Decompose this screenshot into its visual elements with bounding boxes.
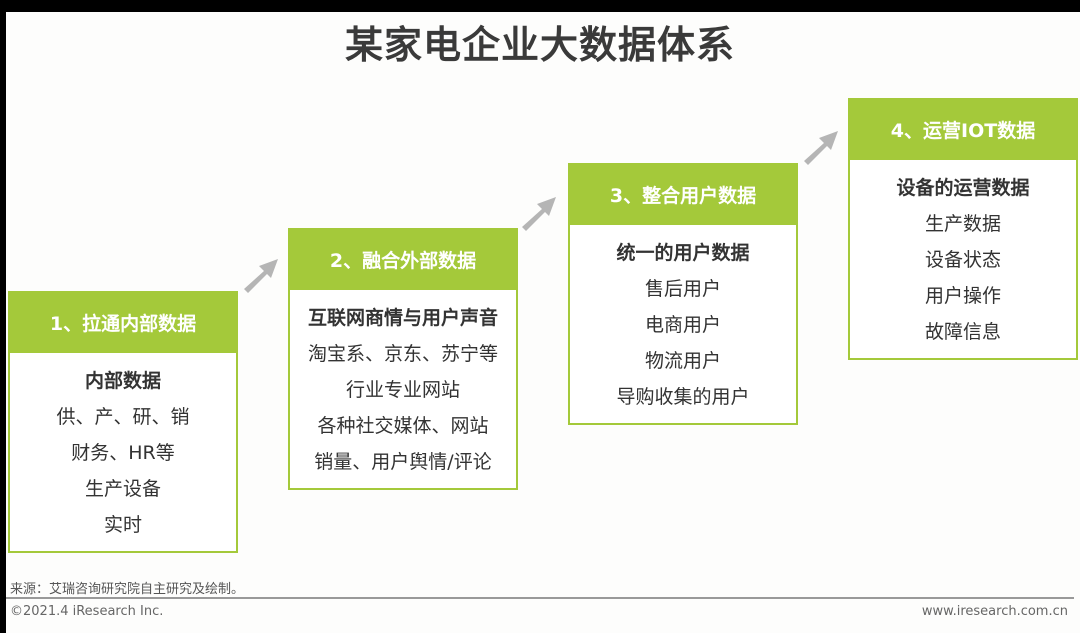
step-3: 3、整合用户数据 统一的用户数据 售后用户 电商用户 物流用户 导购收集的用户 [568, 163, 798, 425]
step-item: 故障信息 [924, 321, 1001, 343]
page-title: 某家电企业大数据体系 [344, 23, 735, 67]
copyright: ©2021.4 iResearch Inc. [10, 604, 164, 619]
step-header: 3、整合用户数据 [568, 163, 798, 225]
step-item: 生产数据 [924, 213, 1001, 235]
step-body: 统一的用户数据 售后用户 电商用户 物流用户 导购收集的用户 [568, 225, 798, 425]
step-item: 用户操作 [924, 285, 1001, 307]
step-item: 财务、HR等 [71, 442, 175, 464]
step-item: 设备的运营数据 [896, 177, 1030, 199]
step-item: 统一的用户数据 [616, 242, 750, 264]
step-item: 供、产、研、销 [56, 406, 190, 428]
arrow-icon [804, 131, 838, 165]
step-body: 设备的运营数据 生产数据 设备状态 用户操作 故障信息 [848, 160, 1078, 360]
step-header: 4、运营IOT数据 [848, 98, 1078, 160]
step-item: 导购收集的用户 [616, 386, 750, 408]
step-header: 1、拉通内部数据 [8, 291, 238, 353]
footer-divider [6, 597, 1074, 599]
step-header: 2、融合外部数据 [288, 228, 518, 290]
website-link[interactable]: www.iresearch.com.cn [921, 604, 1068, 619]
step-item: 售后用户 [644, 278, 721, 300]
step-item: 设备状态 [924, 249, 1001, 271]
step-item: 淘宝系、京东、苏宁等 [307, 343, 498, 365]
step-2: 2、融合外部数据 互联网商情与用户声音 淘宝系、京东、苏宁等 行业专业网站 各种… [288, 228, 518, 490]
step-item: 实时 [103, 514, 142, 536]
step-item: 行业专业网站 [345, 379, 460, 401]
step-item: 电商用户 [644, 314, 721, 336]
step-body: 互联网商情与用户声音 淘宝系、京东、苏宁等 行业专业网站 各种社交媒体、网站 销… [288, 290, 518, 490]
step-item: 销量、用户舆情/评论 [314, 451, 492, 473]
step-item: 互联网商情与用户声音 [307, 307, 498, 329]
source-note: 来源：艾瑞咨询研究院自主研究及绘制。 [10, 582, 245, 597]
step-item: 生产设备 [84, 478, 161, 500]
step-4: 4、运营IOT数据 设备的运营数据 生产数据 设备状态 用户操作 故障信息 [848, 98, 1078, 360]
step-item: 内部数据 [84, 370, 161, 392]
step-item: 物流用户 [644, 350, 721, 372]
step-body: 内部数据 供、产、研、销 财务、HR等 生产设备 实时 [8, 353, 238, 553]
arrow-icon [522, 197, 556, 231]
step-item: 各种社交媒体、网站 [317, 415, 489, 437]
arrow-icon [244, 259, 278, 293]
step-1: 1、拉通内部数据 内部数据 供、产、研、销 财务、HR等 生产设备 实时 [8, 291, 238, 553]
